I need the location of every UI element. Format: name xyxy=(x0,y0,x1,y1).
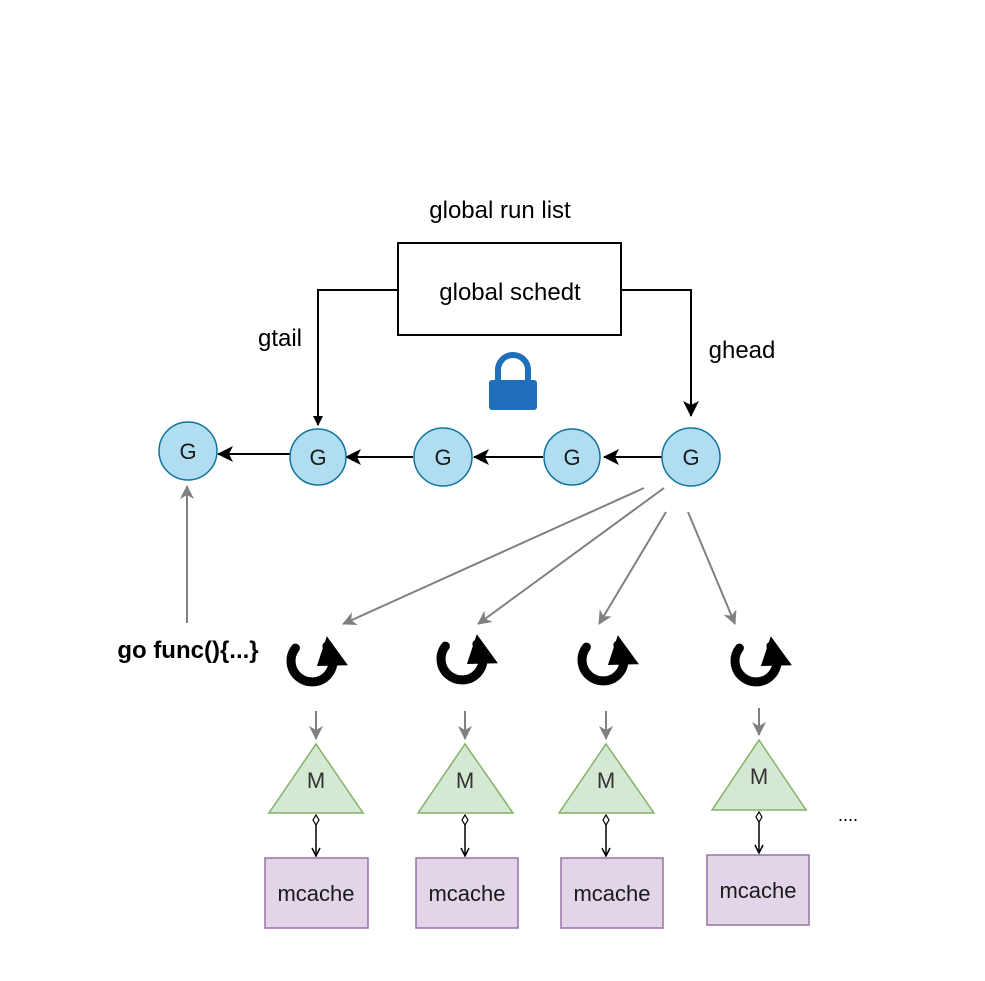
gtail-arrow xyxy=(313,289,398,426)
goroutine-label: G xyxy=(434,445,451,470)
global-schedt-label: global schedt xyxy=(439,279,581,306)
m-to-cache-links xyxy=(316,812,759,856)
goroutine-label: G xyxy=(563,445,580,470)
ghead-arrow xyxy=(621,289,699,417)
goroutine-label: G xyxy=(682,445,699,470)
goroutine-node: G xyxy=(289,428,347,486)
mcache-label: mcache xyxy=(573,881,650,906)
run-queue xyxy=(217,446,663,465)
lock-icon xyxy=(489,352,537,410)
machine-label: M xyxy=(597,768,615,793)
mcache-box: mcache xyxy=(560,857,664,929)
ellipsis-label: .... xyxy=(838,805,858,825)
global-run-list-label: global run list xyxy=(429,197,571,224)
mcache-box: mcache xyxy=(415,857,519,929)
machine-label: M xyxy=(750,764,768,789)
refresh-cycle-icon xyxy=(730,636,792,687)
go-func-label: go func(){...} xyxy=(117,637,258,664)
goroutine-label: G xyxy=(309,445,326,470)
mcache-label: mcache xyxy=(277,881,354,906)
refresh-cycle-icon xyxy=(436,634,498,685)
goroutine-label: G xyxy=(179,439,196,464)
processor-to-m-arrows xyxy=(309,708,766,740)
goroutine-node: G xyxy=(543,428,601,486)
goroutine-node: G xyxy=(413,427,473,487)
gtail-label: gtail xyxy=(258,325,302,352)
refresh-cycle-icon xyxy=(286,636,348,687)
machine-label: M xyxy=(307,768,325,793)
global-schedt-box xyxy=(397,242,622,336)
mcache-box: mcache xyxy=(706,854,810,926)
goroutine-node: G xyxy=(661,427,721,487)
mcache-box: mcache xyxy=(264,857,369,929)
machine-label: M xyxy=(456,768,474,793)
machine-node: M xyxy=(416,742,515,814)
ghead-label: ghead xyxy=(709,337,776,364)
machine-node: M xyxy=(710,738,808,811)
refresh-cycle-icon xyxy=(577,635,639,686)
goroutine-node: G xyxy=(158,421,218,481)
dispatch-arrows xyxy=(342,487,737,626)
machine-node: M xyxy=(557,742,656,814)
mcache-label: mcache xyxy=(719,878,796,903)
machine-node: M xyxy=(267,742,365,814)
mcache-label: mcache xyxy=(428,881,505,906)
